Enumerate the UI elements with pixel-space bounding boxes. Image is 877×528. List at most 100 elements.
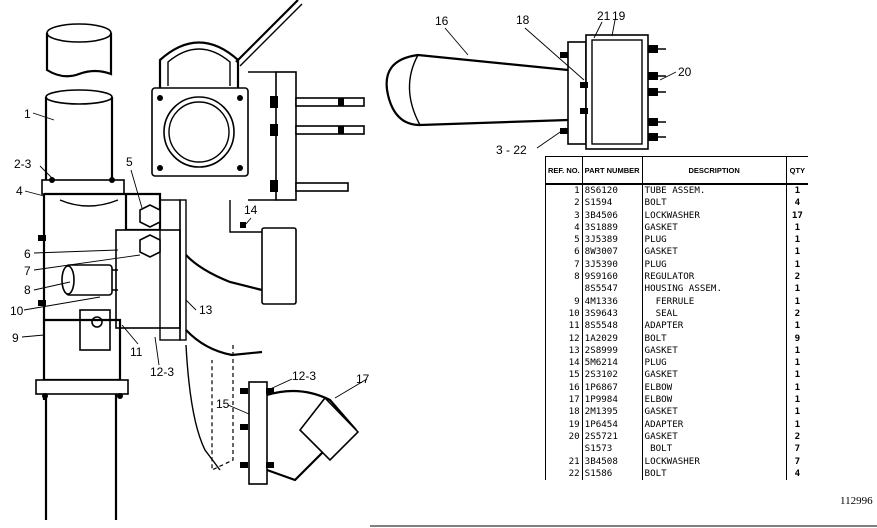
description-cell: BOLT — [642, 197, 787, 210]
part-number-cell: 3J5389 — [582, 234, 643, 247]
description-cell: TUBE ASSEM. — [642, 184, 787, 198]
callout-14: 14 — [244, 203, 258, 217]
description-cell: GASKET — [642, 369, 787, 382]
callout-1: 1 — [24, 107, 31, 121]
part-number-cell: 3S9643 — [582, 307, 643, 321]
description-cell: GASKET — [642, 246, 787, 259]
ref-no-cell: 18 — [545, 406, 583, 419]
ref-no-cell: 3 — [545, 209, 583, 222]
description-cell: BOLT — [642, 443, 787, 456]
description-cell: PLUG — [642, 234, 787, 247]
callout-6: 6 — [24, 247, 31, 261]
part-number-cell: 2S3102 — [582, 369, 643, 382]
callout-18: 18 — [516, 13, 530, 27]
description-cell: BOLT — [642, 332, 787, 345]
ref-no-cell: 14 — [545, 357, 583, 370]
qty-cell: 2 — [794, 430, 801, 442]
ref-no-cell: 17 — [545, 394, 583, 407]
qty-cell: 1 — [794, 295, 801, 307]
part-number-cell: S1573 — [582, 443, 643, 456]
bracket-studs — [270, 96, 365, 192]
callout-21: 21 — [597, 9, 611, 23]
part-number-cell: 1P6454 — [582, 418, 643, 431]
qty-cell: 1 — [794, 394, 801, 406]
qty-cell: 1 — [794, 381, 801, 393]
qty-cell: 1 — [794, 406, 801, 418]
qty-cell: 4 — [794, 197, 801, 209]
callout-19: 19 — [612, 9, 626, 23]
qty-cell: 1 — [794, 258, 801, 270]
qty-cell: 7 — [794, 455, 801, 467]
part-number-cell: 1A2029 — [582, 332, 643, 345]
callout-11: 11 — [130, 345, 143, 359]
part-number-cell: 4M1336 — [582, 295, 643, 308]
description-cell: LOCKWASHER — [642, 455, 787, 468]
ref-no-cell: 4 — [545, 221, 583, 235]
description-cell: GASKET — [642, 221, 787, 235]
qty-cell: 1 — [794, 344, 801, 356]
leader-lines — [21, 19, 677, 415]
callout-12-3-left: 12-3 — [150, 365, 174, 379]
callout-20: 20 — [678, 65, 692, 79]
qty-cell: 1 — [794, 369, 801, 381]
part-number-cell: S1586 — [582, 467, 643, 481]
description-cell: ADAPTER — [642, 320, 787, 333]
callout-15: 15 — [216, 397, 230, 411]
part-number-cell: 2S5721 — [582, 430, 643, 444]
ref-no-cell: 20 — [545, 430, 583, 444]
description-cell: GASKET — [642, 344, 787, 358]
qty-cell: 1 — [794, 357, 801, 369]
part-number-cell: 5M6214 — [582, 357, 643, 370]
ref-no-cell: 16 — [545, 381, 583, 395]
description-cell: BOLT — [642, 467, 787, 481]
qty-cell: 2 — [794, 307, 801, 319]
qty-cell: 4 — [794, 467, 801, 479]
elbow-detail-drawing — [211, 345, 360, 485]
callout-16: 16 — [435, 14, 449, 28]
callout-8: 8 — [24, 283, 31, 297]
callout-13: 13 — [199, 303, 213, 317]
header-part-number: PART NUMBER — [582, 156, 643, 185]
part-number-cell: 8S5547 — [582, 283, 643, 296]
part-number-cell: 3J5390 — [582, 258, 643, 272]
description-cell: GASKET — [642, 406, 787, 419]
callout-10: 10 — [10, 304, 24, 318]
part-number-cell: 1P6867 — [582, 381, 643, 395]
qty-cell: 2 — [794, 271, 801, 283]
ref-no-cell: 13 — [545, 344, 583, 358]
ref-no-cell: 12 — [545, 332, 583, 345]
part-number-cell: S1594 — [582, 197, 643, 210]
ref-no-cell: 5 — [545, 234, 583, 247]
qty-cell: 17 — [791, 209, 803, 221]
part-number-cell: 8S6120 — [582, 184, 643, 198]
qty-cell: 7 — [794, 443, 801, 455]
callout-5: 5 — [126, 155, 133, 169]
callout-7: 7 — [24, 264, 31, 278]
figure-number: 112996 — [840, 495, 873, 507]
header-ref-no: REF. NO. — [545, 156, 583, 185]
qty-cell: 1 — [794, 246, 801, 258]
callout-9: 9 — [12, 331, 19, 345]
description-cell: LOCKWASHER — [642, 209, 787, 222]
callout-17: 17 — [356, 372, 370, 386]
ref-no-cell — [545, 443, 583, 456]
header-description: DESCRIPTION — [642, 156, 787, 185]
